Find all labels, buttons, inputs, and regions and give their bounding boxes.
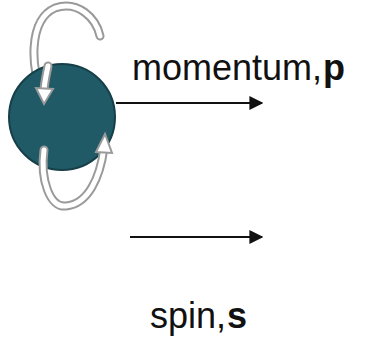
vector-symbol: p	[323, 50, 345, 86]
momentum-arrow	[116, 102, 262, 104]
rotation-arrow	[36, 66, 112, 206]
vector-symbol: s	[227, 298, 247, 334]
spin-arrow	[130, 236, 262, 238]
quantity-name: spin,	[150, 298, 226, 334]
quantity-name: momentum,	[132, 50, 322, 86]
